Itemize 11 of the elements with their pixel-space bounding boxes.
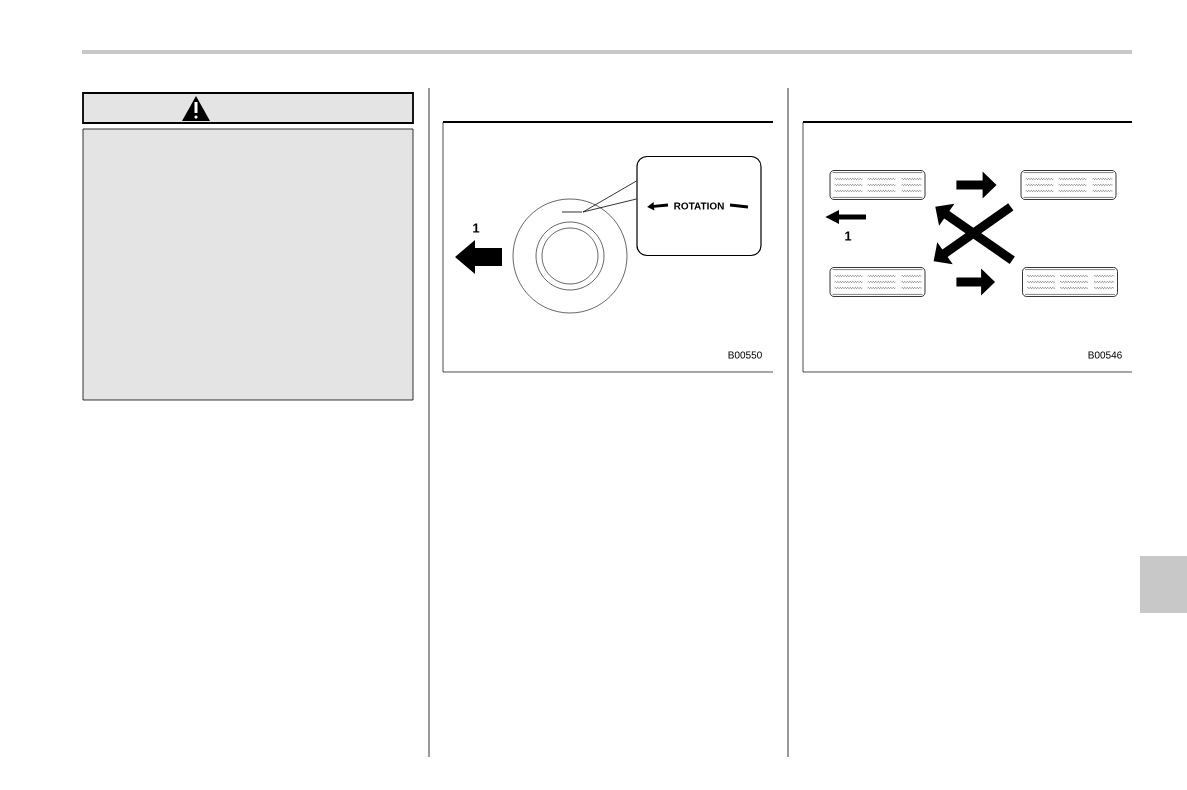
tire-drawing (1022, 267, 1118, 297)
tire-drawing (829, 267, 926, 297)
figure-code: B00546 (1088, 351, 1122, 359)
tire-drawing (829, 170, 926, 200)
callout-box: ROTATION (636, 155, 762, 257)
leader-line (582, 180, 637, 213)
tire-drawing (1020, 170, 1117, 200)
callout-number: 1 (845, 231, 852, 241)
callout-number: 1 (473, 223, 480, 233)
tire-drawing (512, 198, 628, 314)
figure-code: B00550 (728, 351, 762, 359)
